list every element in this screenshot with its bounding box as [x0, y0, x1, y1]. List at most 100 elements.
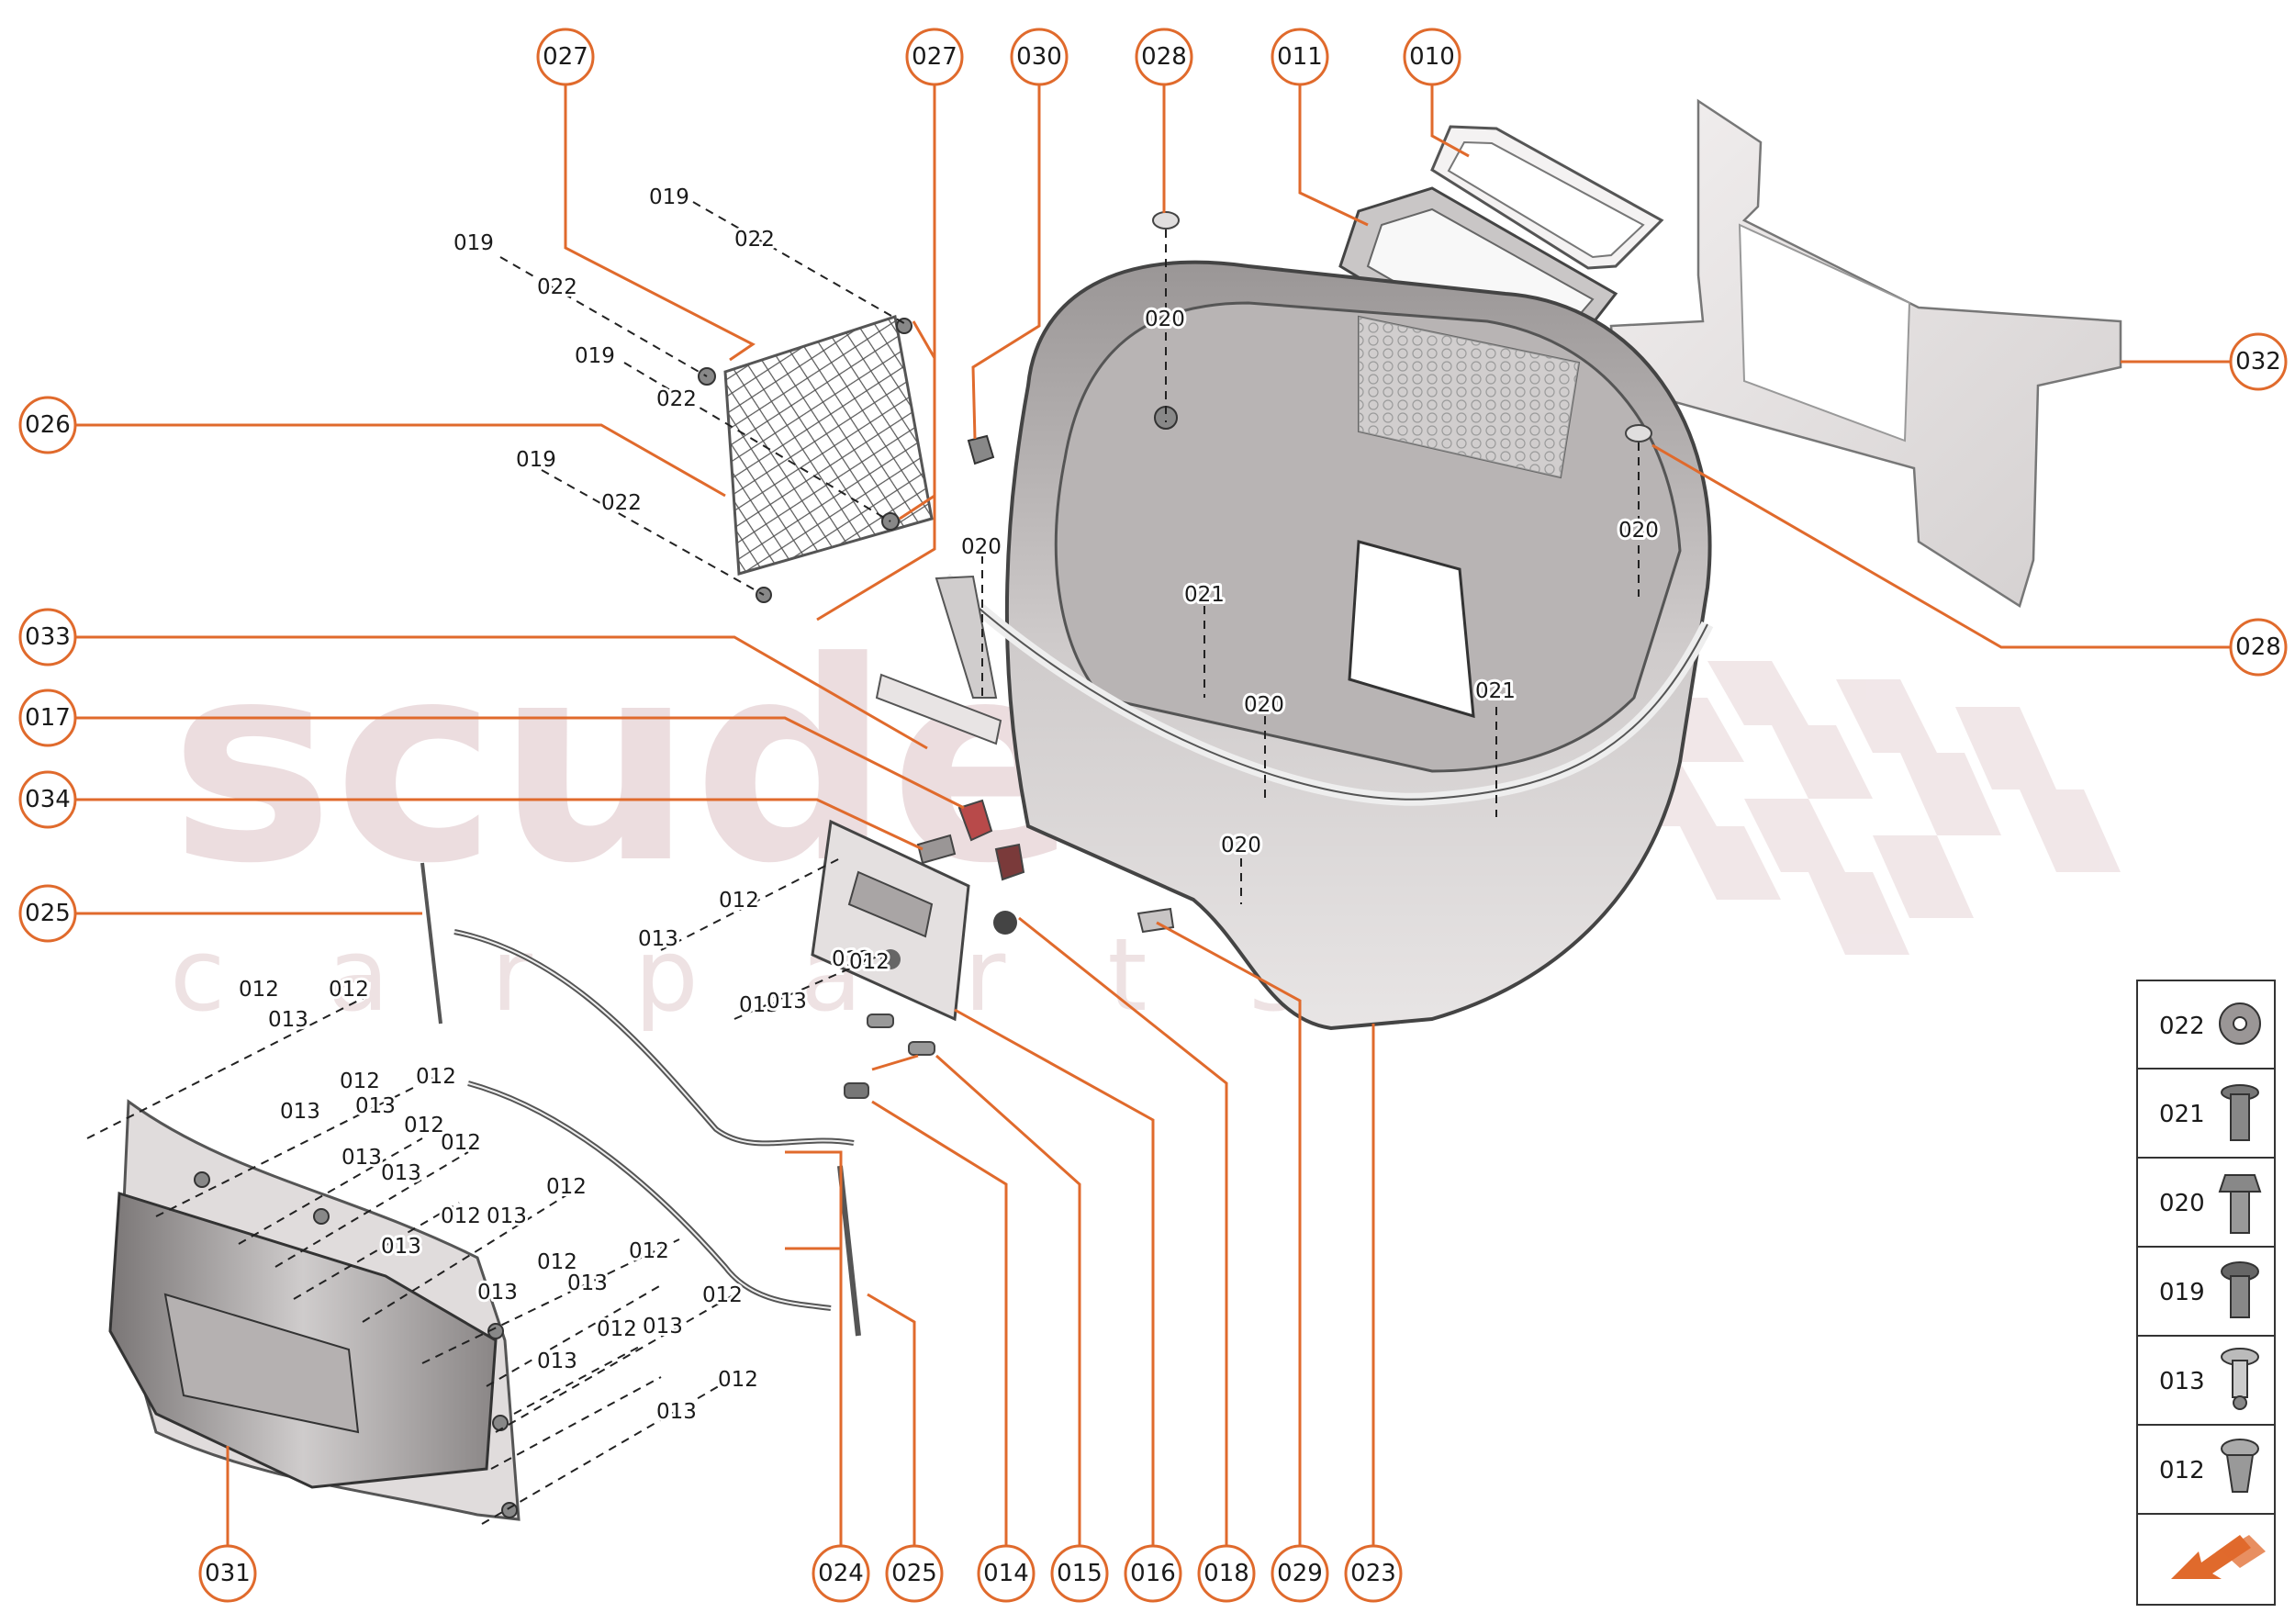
label-019: 019 [453, 231, 494, 255]
svg-text:015: 015 [1057, 1560, 1103, 1587]
label-013: 013 [355, 1094, 396, 1118]
legend-row-021: 021 [2159, 1084, 2259, 1141]
svg-text:025: 025 [891, 1560, 937, 1587]
label-013: 013 [487, 1204, 527, 1228]
part-025-rod-upper [420, 862, 442, 1025]
label-020: 020 [1244, 693, 1284, 717]
svg-text:010: 010 [1409, 43, 1455, 71]
part-018-grommet [993, 911, 1017, 935]
label-013: 013 [341, 1146, 382, 1170]
callout-028-top[interactable]: 028 [1135, 28, 1193, 86]
label-019: 019 [649, 185, 689, 209]
label-019: 019 [575, 344, 615, 368]
part-026-cargo-net [698, 315, 934, 603]
label-022: 022 [601, 491, 642, 515]
callout-011[interactable]: 011 [1271, 28, 1329, 86]
part-028-plug-top [1152, 211, 1180, 230]
part-030-clip [967, 434, 995, 465]
callout-025-bottom[interactable]: 025 [885, 1544, 944, 1603]
callout-031[interactable]: 031 [198, 1544, 257, 1603]
label-012: 012 [702, 1283, 743, 1307]
part-023-storage-tub [935, 260, 1714, 1031]
svg-text:032: 032 [2235, 348, 2281, 375]
label-012: 012 [597, 1317, 637, 1341]
part-014-nut [844, 1082, 869, 1099]
svg-text:016: 016 [1130, 1560, 1176, 1587]
screw-icon [2221, 1084, 2259, 1141]
fastener-lines [86, 201, 1640, 1525]
svg-text:018: 018 [1203, 1560, 1249, 1587]
svg-text:027: 027 [912, 43, 957, 71]
svg-text:025: 025 [25, 900, 71, 927]
legend-row-012: 012 [2159, 1439, 2259, 1493]
svg-text:020: 020 [2159, 1190, 2205, 1217]
label-020: 020 [1618, 519, 1659, 543]
part-025-rod-lower [837, 1165, 861, 1337]
label-012: 012 [329, 978, 369, 1002]
part-031-lower-cover [108, 1099, 521, 1521]
label-013: 013 [643, 1315, 683, 1338]
label-013: 013 [381, 1161, 421, 1185]
svg-text:031: 031 [205, 1560, 251, 1587]
svg-text:011: 011 [1277, 43, 1323, 71]
callout-017[interactable]: 017 [18, 689, 77, 747]
callout-032[interactable]: 032 [2229, 332, 2288, 391]
label-012: 012 [546, 1175, 587, 1199]
label-012: 012 [718, 1368, 758, 1392]
label-013: 013 [638, 927, 678, 951]
label-019: 019 [516, 448, 556, 472]
callout-027-right[interactable]: 027 [905, 28, 964, 86]
part-032-trim-panel [1609, 98, 2122, 608]
callout-014[interactable]: 014 [977, 1544, 1036, 1603]
label-022: 022 [656, 387, 697, 411]
svg-text:030: 030 [1016, 43, 1062, 71]
part-034-bracket [916, 834, 957, 865]
svg-text:034: 034 [25, 786, 71, 813]
label-022: 022 [537, 275, 577, 299]
callout-034[interactable]: 034 [18, 770, 77, 829]
callout-026[interactable]: 026 [18, 396, 77, 454]
part-015-clip [908, 1041, 935, 1056]
label-013: 013 [280, 1100, 320, 1124]
part-016-latch-plate [811, 819, 970, 1022]
label-012: 012 [629, 1239, 669, 1263]
label-013: 013 [477, 1281, 518, 1305]
hex-bolt-icon [2218, 1174, 2262, 1234]
legend-row-020: 020 [2159, 1174, 2262, 1234]
callout-029[interactable]: 029 [1271, 1544, 1329, 1603]
callout-015[interactable]: 015 [1050, 1544, 1109, 1603]
callout-016[interactable]: 016 [1124, 1544, 1182, 1603]
label-020: 020 [1145, 308, 1185, 331]
legend-row-019: 019 [2159, 1261, 2259, 1318]
label-012: 012 [719, 889, 759, 913]
svg-text:021: 021 [2159, 1101, 2205, 1128]
svg-text:017: 017 [25, 704, 71, 732]
callout-018[interactable]: 018 [1197, 1544, 1256, 1603]
svg-text:027: 027 [543, 43, 588, 71]
svg-text:013: 013 [2159, 1368, 2205, 1395]
callout-028-right[interactable]: 028 [2229, 618, 2288, 677]
clip-nut-icon [2221, 1439, 2259, 1493]
callout-027-left[interactable]: 027 [536, 28, 595, 86]
label-012: 012 [340, 1070, 380, 1093]
callout-010[interactable]: 010 [1403, 28, 1461, 86]
callout-024[interactable]: 024 [812, 1544, 870, 1603]
callout-023[interactable]: 023 [1344, 1544, 1403, 1603]
svg-text:019: 019 [2159, 1279, 2205, 1306]
callout-033[interactable]: 033 [18, 608, 77, 666]
label-013: 013 [381, 1235, 421, 1259]
svg-text:029: 029 [1277, 1560, 1323, 1587]
label-020: 020 [961, 535, 1002, 559]
callout-030[interactable]: 030 [1010, 28, 1069, 86]
callout-025-left[interactable]: 025 [18, 884, 77, 943]
part-018-connector [994, 843, 1025, 881]
svg-text:028: 028 [2235, 633, 2281, 661]
svg-text:033: 033 [25, 623, 71, 651]
label-013: 013 [268, 1008, 308, 1032]
label-012: 012 [537, 1250, 577, 1274]
fastener-legend: 022 021 020 019 [2136, 980, 2276, 1606]
watermark-logo-subtext: c a r p a r t s [170, 916, 1337, 1034]
label-012: 012 [441, 1204, 481, 1228]
label-022: 022 [734, 228, 775, 252]
